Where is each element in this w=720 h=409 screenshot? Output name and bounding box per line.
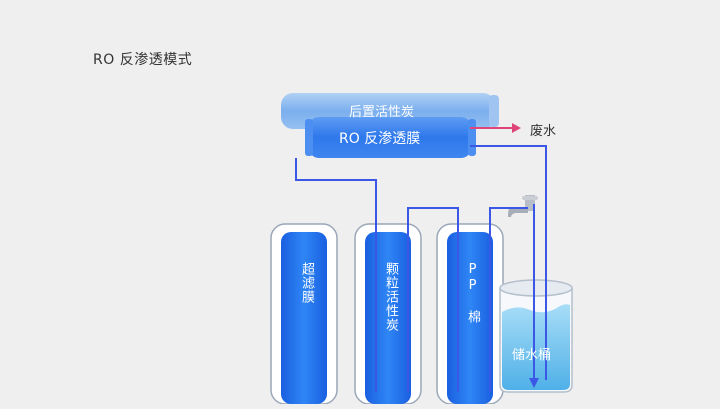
uf-membrane-cartridge xyxy=(270,223,338,405)
granular-carbon-label: 颗粒活性炭 xyxy=(383,262,398,332)
tank-inlet-arrow xyxy=(529,378,539,388)
pp-cotton-label: PP 棉 xyxy=(465,262,480,324)
page-title: RO 反渗透模式 xyxy=(93,52,193,68)
storage-tank xyxy=(499,279,573,393)
faucet-icon xyxy=(508,195,538,217)
waste-water-arrow xyxy=(470,123,521,133)
waste-water-label: 废水 xyxy=(530,124,557,139)
storage-tank-label: 储水桶 xyxy=(512,348,552,363)
ro-membrane-label: RO 反渗透膜 xyxy=(339,131,421,147)
granular-carbon-cartridge xyxy=(354,223,422,405)
ro-membrane-filter xyxy=(305,117,476,158)
post-carbon-label: 后置活性炭 xyxy=(349,105,415,120)
uf-membrane-label: 超滤膜 xyxy=(299,262,314,304)
water-pipes xyxy=(295,145,547,392)
